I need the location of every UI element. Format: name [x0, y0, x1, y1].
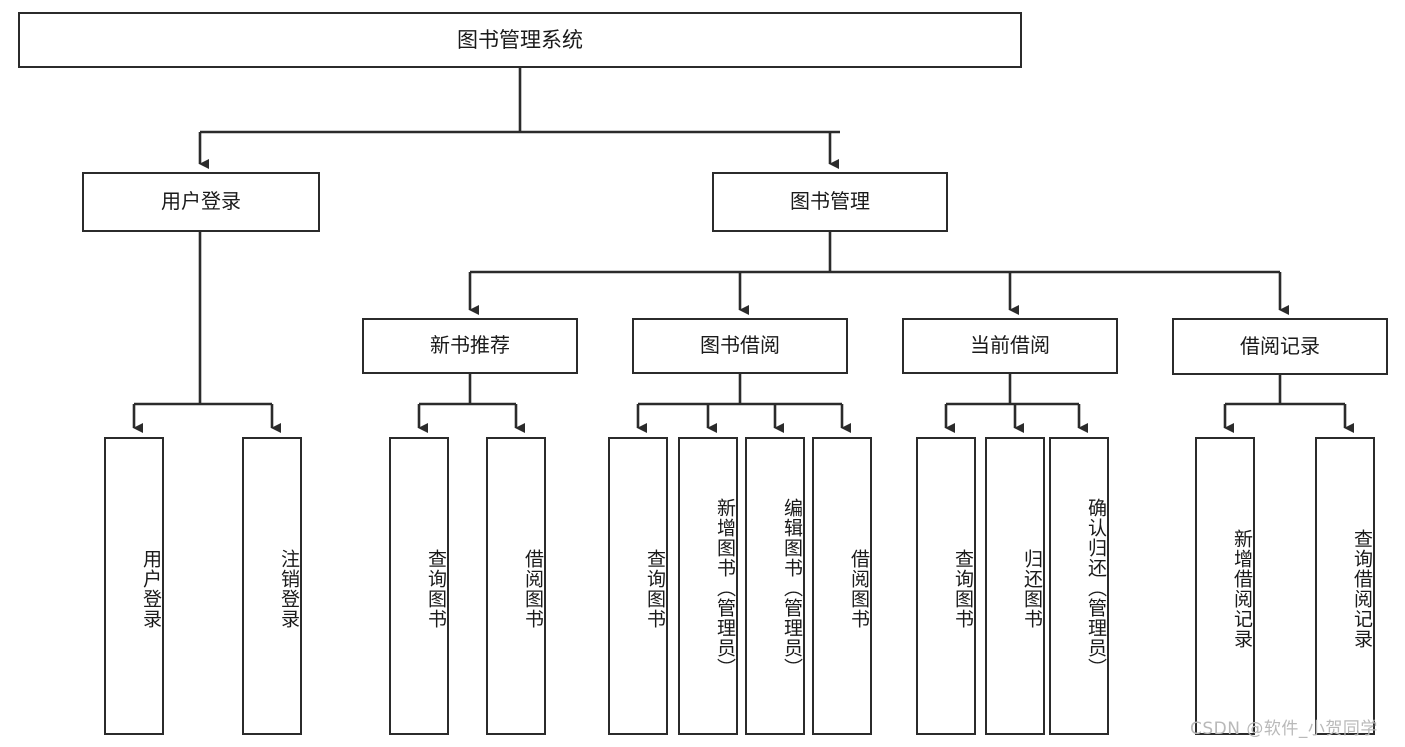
leaf-return-book[interactable]: 归还图书: [985, 437, 1045, 735]
node-book-management[interactable]: 图书管理: [712, 172, 948, 232]
leaf-borrow-book[interactable]: 借阅图书: [812, 437, 872, 735]
leaf-query-book-current[interactable]: 查询图书: [916, 437, 976, 735]
leaf-logout[interactable]: 注销登录: [242, 437, 302, 735]
node-root-system[interactable]: 图书管理系统: [18, 12, 1022, 68]
leaf-query-borrow-record[interactable]: 查询借阅记录: [1315, 437, 1375, 735]
node-borrow-record[interactable]: 借阅记录: [1172, 318, 1388, 375]
leaf-query-book-borrow[interactable]: 查询图书: [608, 437, 668, 735]
node-new-book-recommend[interactable]: 新书推荐: [362, 318, 578, 374]
node-current-borrow[interactable]: 当前借阅: [902, 318, 1118, 374]
leaf-borrow-book-recommend[interactable]: 借阅图书: [486, 437, 546, 735]
node-book-borrow[interactable]: 图书借阅: [632, 318, 848, 374]
csdn-watermark: CSDN @软件_小贺同学: [1190, 719, 1378, 739]
leaf-query-book-recommend[interactable]: 查询图书: [389, 437, 449, 735]
leaf-add-borrow-record[interactable]: 新增借阅记录: [1195, 437, 1255, 735]
leaf-edit-book-admin[interactable]: 编辑图书（管理员）: [745, 437, 805, 735]
leaf-add-book-admin[interactable]: 新增图书（管理员）: [678, 437, 738, 735]
node-user-login[interactable]: 用户登录: [82, 172, 320, 232]
leaf-confirm-return-admin[interactable]: 确认归还（管理员）: [1049, 437, 1109, 735]
leaf-user-login[interactable]: 用户登录: [104, 437, 164, 735]
